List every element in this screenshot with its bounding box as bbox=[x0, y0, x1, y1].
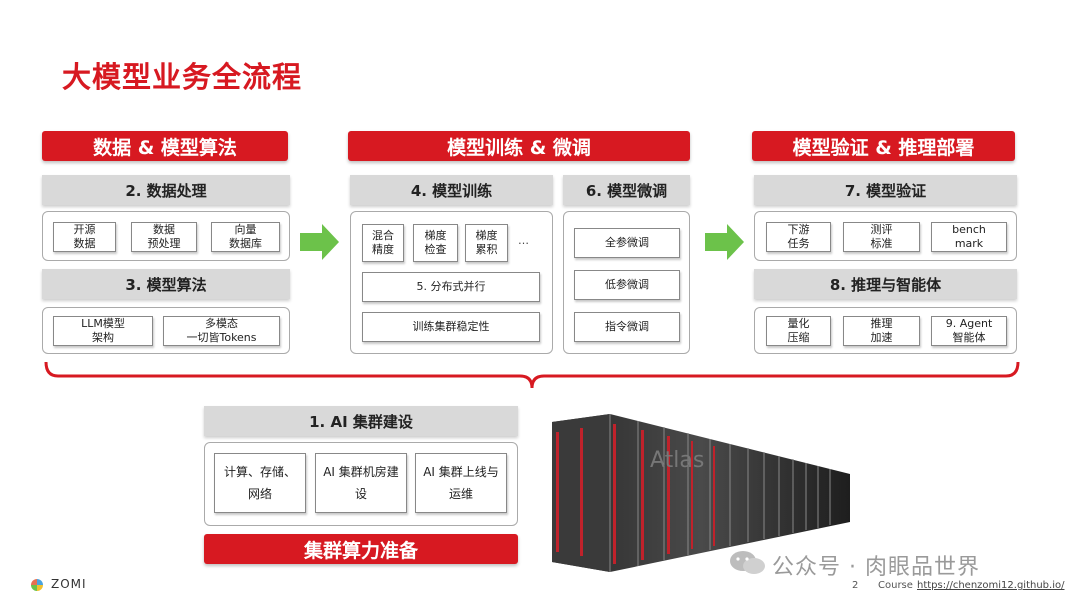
server-label: Atlas bbox=[650, 448, 704, 473]
section-header-data-algo: 数据 & 模型算法 bbox=[42, 131, 288, 161]
box-low-param-finetune: 低参微调 bbox=[574, 270, 680, 300]
box-cluster-datacenter: AI 集群机房建 设 bbox=[315, 453, 407, 513]
box-benchmark: bench mark bbox=[931, 222, 1007, 252]
box-vector-db: 向量 数据库 bbox=[211, 222, 280, 252]
zomi-logo-icon bbox=[30, 577, 44, 596]
box-quantization: 量化 压缩 bbox=[766, 316, 831, 346]
box-cluster-ops: AI 集群上线与 运维 bbox=[415, 453, 507, 513]
box-inference-accel: 推理 加速 bbox=[843, 316, 920, 346]
wechat-icon bbox=[728, 548, 768, 582]
footer-course-link[interactable]: https://chenzomi12.github.io/ bbox=[917, 580, 1065, 591]
box-mixed-precision: 混合 精度 bbox=[362, 224, 404, 262]
subheader-cluster: 1. AI 集群建设 bbox=[204, 406, 518, 436]
watermark-text: 公众号 · 肉眼品世界 bbox=[772, 555, 980, 580]
section-footer-cluster: 集群算力准备 bbox=[204, 534, 518, 564]
subheader-inference: 8. 推理与智能体 bbox=[754, 269, 1017, 299]
box-compute-storage-network: 计算、存储、 网络 bbox=[214, 453, 306, 513]
box-downstream-task: 下游 任务 bbox=[766, 222, 831, 252]
subheader-finetune: 6. 模型微调 bbox=[563, 175, 690, 205]
section-header-training: 模型训练 & 微调 bbox=[348, 131, 690, 161]
box-distributed-parallel: 5. 分布式并行 bbox=[362, 272, 540, 302]
page-title: 大模型业务全流程 bbox=[62, 60, 303, 94]
subheader-validation: 7. 模型验证 bbox=[754, 175, 1017, 205]
box-eval-standard: 测评 标准 bbox=[843, 222, 920, 252]
box-grad-accum: 梯度 累积 bbox=[465, 224, 508, 262]
box-open-data: 开源 数据 bbox=[53, 222, 116, 252]
box-grad-checkpoint: 梯度 检查 bbox=[413, 224, 458, 262]
ellipsis: … bbox=[518, 234, 529, 247]
subheader-model-algo: 3. 模型算法 bbox=[42, 269, 290, 299]
box-full-finetune: 全参微调 bbox=[574, 228, 680, 258]
bracket-divider bbox=[44, 360, 1020, 396]
flow-arrow-right-icon bbox=[300, 222, 340, 262]
box-multimodal: 多模态 一切皆Tokens bbox=[163, 316, 280, 346]
subheader-model-training: 4. 模型训练 bbox=[350, 175, 553, 205]
box-instruction-finetune: 指令微调 bbox=[574, 312, 680, 342]
subheader-data-processing: 2. 数据处理 bbox=[42, 175, 290, 205]
section-header-deploy: 模型验证 & 推理部署 bbox=[752, 131, 1015, 161]
server-rack-image: Atlas bbox=[550, 412, 850, 574]
page-number: 2 bbox=[852, 580, 859, 591]
flow-arrow-right-icon bbox=[705, 222, 745, 262]
footer-logo-text: ZOMI bbox=[51, 577, 87, 591]
box-data-preprocess: 数据 预处理 bbox=[131, 222, 197, 252]
box-cluster-stability: 训练集群稳定性 bbox=[362, 312, 540, 342]
box-llm-arch: LLM模型 架构 bbox=[53, 316, 153, 346]
box-agent: 9. Agent 智能体 bbox=[931, 316, 1007, 346]
footer-course-label: Course bbox=[878, 580, 913, 591]
